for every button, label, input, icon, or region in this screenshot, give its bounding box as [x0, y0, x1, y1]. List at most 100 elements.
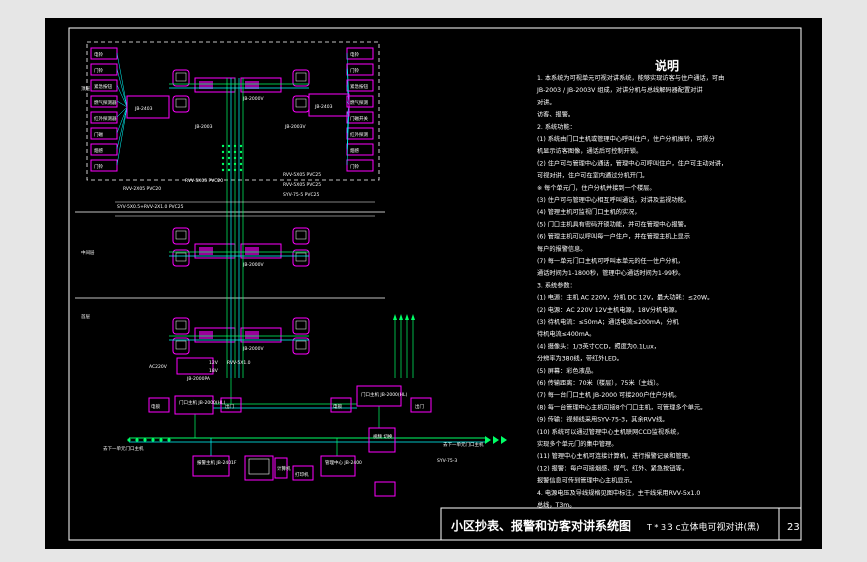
note-line: (5) 门口主机具有密码开锁功能，并可在管理中心报警。	[537, 220, 690, 228]
bus-node-icon	[239, 144, 243, 148]
right-arrow-icon	[493, 436, 499, 444]
note-line: (9) 传输：视频线采用SYV-75-3，其余RVV线。	[537, 416, 668, 424]
sensor-wire	[116, 106, 128, 118]
sensor-label: 红外探测	[350, 131, 368, 138]
cable-label-5: SYV-75-5 PVC25	[283, 192, 319, 198]
note-line: (1) 系统由门口主机或管理中心呼叫住户，住户分机振铃，可视分	[537, 135, 715, 143]
bus-node-icon	[233, 150, 237, 154]
bus-node-icon	[239, 162, 243, 166]
note-line: 每户的报警信息。	[537, 245, 587, 253]
drawing-title: 小区抄表、报警和访客对讲系统图	[451, 518, 631, 533]
note-line: (4) 摄像头：1/3英寸CCD，照度为0.1Lux，	[537, 342, 660, 350]
intercom-handset-icon	[292, 95, 310, 113]
scale-label: T * 3	[646, 523, 666, 532]
floor-decoder-box	[240, 243, 282, 259]
note-line: (7) 每一单元门口主机可呼叫本单元的任一住户分机，	[537, 257, 684, 265]
up-arrow-icon	[405, 314, 409, 320]
note-line: (7) 每一台门口主机 JB-2000 可接200户住户分机。	[537, 391, 680, 399]
floor-decoder-label: JB-2000V	[242, 96, 264, 102]
sensor-label: 门铃	[350, 67, 359, 74]
switcher-label: 视频 切换	[373, 433, 393, 440]
sensor-label: 门磁开关	[350, 115, 368, 122]
unlock-right-box	[410, 397, 432, 413]
cable-label-6: SYV-5X0.5+RVV-2X1.0 PVC25	[117, 204, 184, 210]
bus-node-icon	[221, 150, 225, 154]
bus-node-icon	[221, 168, 225, 172]
mgmt-center-label: 管理中心 JB-2400	[325, 459, 362, 466]
bus-node-icon	[135, 438, 139, 442]
right-arrow-icon	[501, 436, 507, 444]
floor-label-mid: 中间层	[81, 249, 95, 256]
alarm-pc-label: 报警主机 JB-2401F	[197, 459, 237, 466]
sensor-label: 电铃	[350, 51, 359, 58]
misc-cable-label: RVV-5X1.0	[227, 360, 251, 366]
decoder-chip-icon	[245, 81, 259, 89]
pc-label: 计算机	[277, 465, 291, 472]
bus-node-icon	[227, 162, 231, 166]
notes-title: 说明	[655, 58, 679, 73]
sensor-box	[90, 95, 118, 108]
intercom-handset-icon	[172, 69, 190, 87]
lock-left-box	[148, 397, 170, 413]
note-line: 实现多个单元门的集中管理。	[537, 440, 617, 448]
handset-screen-icon	[295, 320, 307, 330]
intercom-handset-icon	[292, 249, 310, 267]
intercom-handset-icon	[292, 227, 310, 245]
note-line: JB-2003 / JB-2003V 组成，对讲分机与总线解码器配置对讲	[536, 86, 703, 94]
left-decoder-label: JB-2403	[134, 106, 153, 112]
floor-decoder-box	[240, 327, 282, 343]
handset-screen-icon	[175, 72, 187, 82]
sensor-label: 红外探测器	[94, 115, 117, 122]
note-line: (11) 管理中心主机可连接计算机，进行报警记录和管理。	[537, 452, 694, 460]
handset-screen-icon	[295, 72, 307, 82]
decoder-chip-icon	[199, 247, 213, 255]
sensor-label: 门铃	[94, 163, 103, 170]
sheet-number: 23	[787, 522, 800, 533]
unlock-right-label: 出门	[415, 403, 424, 410]
up-arrow-icon	[393, 314, 397, 320]
bus-node-icon	[159, 438, 163, 442]
note-line: 可视对讲，住户可在室内通过分机开门。	[537, 172, 648, 180]
pc-tower-box	[274, 457, 288, 479]
floor-label-bottom: 首层	[81, 313, 90, 320]
bus-node-icon	[239, 168, 243, 172]
lock-right-label: 电锁	[333, 403, 342, 410]
sensor-label: 紧急按钮	[350, 83, 368, 90]
note-line: (3) 待机电流：≤50mA；通话电流≤200mA，分机	[537, 318, 680, 326]
handset-screen-icon	[175, 230, 187, 240]
sensor-label: 燃气探测	[350, 99, 368, 106]
sensor-box	[346, 159, 374, 172]
note-line: 3. 系统参数：	[537, 281, 576, 289]
lock-left-label: 电锁	[151, 403, 160, 410]
handset-screen-icon	[295, 98, 307, 108]
decoder-chip-icon	[199, 81, 213, 89]
note-line: (6) 传输距离：70米（楼层），75米（主线）。	[537, 379, 662, 387]
bus-node-icon	[221, 156, 225, 160]
sensor-box	[346, 143, 374, 156]
bus-node-icon	[143, 438, 147, 442]
cable-label-4: RVV-5X05 PVC25	[283, 182, 321, 188]
sensor-label: 门磁	[94, 131, 103, 138]
note-line: (8) 每一台管理中心主机可接8个门口主机，可管理多个单元。	[537, 403, 706, 411]
mgmt-center-box	[320, 455, 356, 477]
drawing-sheet: 小区抄表、报警和访客对讲系统图 T * 3 3 c立体电可视对讲(黑) 23 说…	[45, 18, 822, 549]
bus-node-icon	[227, 144, 231, 148]
note-line: (2) 电源：AC 220V 12V主机电源，18V分机电源。	[537, 306, 681, 314]
sensor-box	[90, 111, 118, 124]
sensor-wire	[116, 100, 128, 108]
sensor-box	[90, 127, 118, 140]
note-line: 4. 电源电压及导线规格见图中标注，主干线采用RVV-5x1.0	[537, 489, 700, 497]
bus-node-icon	[227, 150, 231, 154]
note-line: 报警信息可传到管理中心主机显示。	[537, 477, 636, 485]
right-decoder-label: JB-2403	[314, 104, 333, 110]
note-line: (5) 屏幕：彩色液晶。	[537, 367, 597, 375]
bus-node-icon	[221, 162, 225, 166]
sensor-label: 门铃	[94, 67, 103, 74]
intercom-handset-icon	[172, 95, 190, 113]
monitor-screen-icon	[248, 458, 270, 475]
bus-node-icon	[233, 156, 237, 160]
door-main-left-label: 门口主机 JB-2000(HL)	[179, 399, 226, 406]
sensor-label: 烟感	[350, 147, 359, 154]
